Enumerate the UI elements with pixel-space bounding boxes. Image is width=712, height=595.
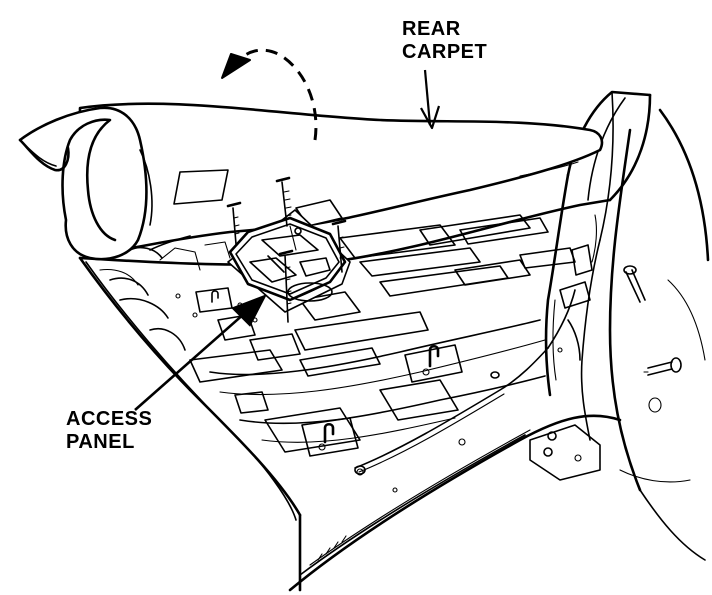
screw-icon (278, 249, 294, 323)
access-panel-label: ACCESS PANEL (66, 408, 152, 454)
access-panel (227, 209, 351, 313)
rear-carpet (18, 102, 604, 261)
screw-icon (331, 219, 347, 273)
screw-icon (226, 201, 242, 245)
access-panel-label-line2: PANEL (66, 431, 135, 453)
access-panel-leader (134, 294, 267, 411)
screw-icon (275, 176, 292, 227)
rear-carpet-label-line2: CARPET (402, 41, 488, 63)
rear-carpet-label: REAR CARPET (402, 18, 487, 64)
rear-carpet-label-line1: REAR (402, 18, 461, 40)
tie-down-hook-icon (301, 417, 359, 457)
floor-pan (78, 198, 622, 592)
access-panel-label-line1: ACCESS (66, 408, 153, 430)
rear-carpet-leader (420, 69, 441, 130)
tie-down-hook-icon (404, 344, 463, 383)
tie-down-hook-icon (195, 287, 233, 313)
rotation-arrow-icon (221, 48, 318, 141)
